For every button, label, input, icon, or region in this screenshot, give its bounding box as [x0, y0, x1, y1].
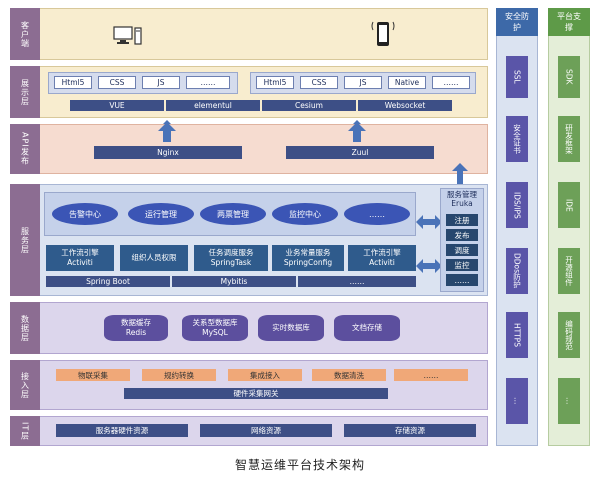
platform-sdk: SDK: [558, 56, 580, 98]
security-ddos: DDos防护: [506, 248, 528, 294]
access-data-cleaning: 数据清洗: [312, 369, 386, 381]
zuul-bar: Zuul: [286, 146, 434, 159]
platform-title: 平台支撑: [548, 8, 590, 36]
access-more: ……: [394, 369, 468, 381]
security-more: …: [506, 378, 528, 424]
box-sub: Activiti: [369, 258, 395, 267]
store-title: 数据缓存: [121, 318, 151, 327]
registry-sub: Eruka: [451, 199, 473, 208]
api-layer-label: API发布: [10, 124, 40, 174]
more-bar: ……: [298, 276, 416, 287]
org-permission-box: 组织人员权限: [120, 245, 188, 271]
tag-html5-left: Html5: [54, 76, 92, 89]
store-title: 文档存储: [352, 323, 382, 332]
realtime-db-store: 实时数据库: [258, 315, 324, 341]
tag-native-right: Native: [388, 76, 426, 89]
box-sub: SpringConfig: [283, 258, 333, 267]
client-layer: [10, 8, 488, 60]
display-layer-label: 展示层: [10, 66, 40, 118]
registry-register: 注册: [446, 214, 478, 226]
client-layer-label: 客户端: [10, 8, 40, 60]
mobile-phone-icon: [370, 18, 396, 50]
tag-more-right: ……: [432, 76, 470, 89]
hardware-gateway-bar: 硬件采集网关: [124, 388, 388, 399]
box-title: 组织人员权限: [131, 253, 177, 262]
box-sub: Activiti: [67, 258, 93, 267]
tag-js-right: JS: [344, 76, 382, 89]
box-title: 工作流引擎: [61, 248, 99, 257]
registry-more: ……: [446, 274, 478, 286]
security-cert: 安全证书: [506, 116, 528, 162]
workflow-engine-box-2: 工作流引擎 Activiti: [348, 245, 416, 271]
tag-css-left: CSS: [98, 76, 136, 89]
box-title: 工作流引擎: [363, 248, 401, 257]
access-iot-collect: 物联采集: [56, 369, 130, 381]
workflow-engine-box: 工作流引擎 Activiti: [46, 245, 114, 271]
up-arrow-icon: [158, 122, 176, 142]
access-layer: [10, 360, 488, 410]
double-arrow-icon: [416, 258, 442, 273]
it-storage: 存储资源: [344, 424, 476, 437]
it-server-hardware: 服务器硬件资源: [56, 424, 188, 437]
store-sub: Redis: [125, 328, 147, 337]
service-operation-mgmt: 运行管理: [128, 203, 194, 225]
data-layer: [10, 302, 488, 354]
data-layer-label: 数据层: [10, 302, 40, 354]
access-integration: 集成接入: [228, 369, 302, 381]
platform-more: …: [558, 378, 580, 424]
mybitis-bar: Mybitis: [172, 276, 296, 287]
registry-schedule: 调度: [446, 244, 478, 256]
access-layer-label: 接入层: [10, 360, 40, 410]
platform-open-source: 开源组件: [558, 248, 580, 294]
service-monitor-center: 监控中心: [272, 203, 338, 225]
tag-css-right: CSS: [300, 76, 338, 89]
service-alarm-center: 告警中心: [52, 203, 118, 225]
redis-cache-store: 数据缓存 Redis: [104, 315, 168, 341]
registry-title: 服务管理: [447, 190, 477, 199]
tag-more-left: ……: [186, 76, 230, 89]
up-arrow-icon: [452, 163, 468, 185]
platform-dev-framework: 研发框架: [558, 116, 580, 162]
security-https: HTTPS: [506, 312, 528, 358]
diagram-caption: 智慧运维平台技术架构: [234, 458, 365, 472]
double-arrow-icon: [416, 214, 442, 229]
spring-boot-bar: Spring Boot: [46, 276, 170, 287]
tag-js-left: JS: [142, 76, 180, 89]
service-two-tickets-mgmt: 两票管理: [200, 203, 266, 225]
access-protocol-convert: 规约转换: [142, 369, 216, 381]
constant-service-box: 业务常量服务 SpringConfig: [272, 245, 344, 271]
store-sub: MySQL: [202, 328, 228, 337]
security-ids-ips: IDS/IPS: [506, 182, 528, 228]
mysql-store: 关系型数据库 MySQL: [182, 315, 248, 341]
platform-ide: IDE: [558, 182, 580, 228]
framework-elementul: elementul: [166, 100, 260, 111]
security-title: 安全防护: [496, 8, 538, 36]
it-network: 网络资源: [200, 424, 332, 437]
document-store: 文档存储: [334, 315, 400, 341]
up-arrow-icon: [348, 122, 366, 142]
framework-vue: VUE: [70, 100, 164, 111]
desktop-computer-icon: [113, 26, 143, 46]
framework-websocket: Websocket: [358, 100, 452, 111]
it-layer-label: IT层: [10, 416, 40, 446]
task-scheduler-box: 任务调度服务 SpringTask: [194, 245, 268, 271]
service-more: ……: [344, 203, 410, 225]
box-title: 任务调度服务: [208, 248, 254, 257]
platform-coding-standard: 编码规范: [558, 312, 580, 358]
tag-html5-right: Html5: [256, 76, 294, 89]
nginx-bar: Nginx: [94, 146, 242, 159]
registry-publish: 发布: [446, 229, 478, 241]
registry-monitor: 监控: [446, 259, 478, 271]
service-layer-label: 服务层: [10, 184, 40, 296]
store-title: 实时数据库: [272, 323, 310, 332]
store-title: 关系型数据库: [192, 318, 238, 327]
box-title: 业务常量服务: [285, 248, 331, 257]
security-ssl: SSL: [506, 56, 528, 98]
framework-cesium: Cesium: [262, 100, 356, 111]
box-sub: SpringTask: [210, 258, 252, 267]
